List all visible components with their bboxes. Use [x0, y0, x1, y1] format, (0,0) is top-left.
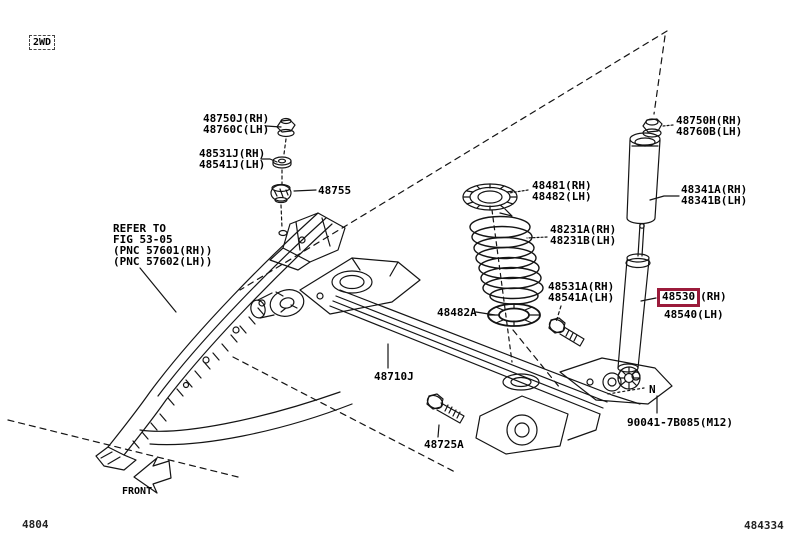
- refer-note-line: (PNC 57602(LH)): [113, 255, 213, 268]
- label-shock-absorber-rh[interactable]: 48530(RH): [657, 288, 727, 307]
- label-line: 48231B(LH): [550, 234, 617, 247]
- label-line: 48750H(RH): [676, 114, 743, 127]
- spring-upper-seat: [462, 183, 518, 217]
- label-line: 48531A(RH): [548, 280, 615, 293]
- spring-lower-seat: [487, 303, 541, 327]
- label-line: 48341B(LH): [681, 194, 748, 207]
- page-number: 4804: [22, 518, 49, 531]
- trailing-arm: [250, 257, 421, 319]
- label-line: 48482(LH): [532, 190, 592, 203]
- arm-bolt-48531a: [548, 305, 585, 347]
- label-shock-absorber-lh[interactable]: 48540(LH): [664, 308, 724, 321]
- projection-lines: [7, 30, 668, 478]
- fastener-axis: [280, 138, 287, 229]
- frame-rail: [95, 212, 353, 471]
- figure-number: 484334: [744, 519, 784, 532]
- coil-spring: [469, 215, 544, 305]
- highlight-box: 48530: [657, 288, 701, 307]
- label-spring-upper-seat[interactable]: 48481(RH) 48482(LH): [532, 180, 592, 202]
- front-arrow: [133, 457, 172, 494]
- label-beam-bolt[interactable]: 48725A: [424, 438, 464, 451]
- label-line: 48541A(LH): [548, 291, 615, 304]
- refer-note-line: (PNC 57601(RH)): [113, 244, 213, 257]
- beam-bolt-48725a: [426, 393, 465, 424]
- label-line: 48750J(RH): [203, 112, 270, 125]
- hub-assembly: [475, 357, 673, 455]
- support-washer: [272, 156, 292, 169]
- label-line: 48231A(RH): [550, 223, 617, 236]
- label-spring-lower-seat[interactable]: 48482A: [437, 306, 477, 319]
- label-line: 48760B(LH): [676, 125, 743, 138]
- support-nut: [276, 117, 296, 138]
- label-shock-dust-cover[interactable]: 48341A(RH) 48341B(LH): [681, 184, 747, 206]
- label-mount-nut-code[interactable]: 90041-7B085(M12): [627, 416, 733, 429]
- leader-lines: [139, 124, 680, 438]
- label-coil-spring[interactable]: 48231A(RH) 48231B(LH): [550, 224, 616, 246]
- label-line: 48481(RH): [532, 179, 592, 192]
- front-direction-label: FRONT: [122, 486, 153, 497]
- label-support-nut-upper[interactable]: 48750J(RH) 48760C(LH): [203, 113, 269, 135]
- refer-note: REFER TO FIG 53-05 (PNC 57601(RH)) (PNC …: [113, 223, 212, 267]
- label-line: 48341A(RH): [681, 183, 748, 196]
- label-line: 48760C(LH): [203, 123, 270, 136]
- label-arm-bolt[interactable]: 48531A(RH) 48541A(LH): [548, 281, 614, 303]
- label-nut-symbol: N: [649, 383, 656, 396]
- shock-absorber-body: [617, 223, 651, 390]
- label-axle-beam[interactable]: 48710J: [374, 370, 414, 383]
- refer-note-line: REFER TO: [113, 222, 166, 235]
- member-cushion: [270, 183, 292, 204]
- label-line: 48541J(LH): [199, 158, 266, 171]
- label-line: (RH): [700, 290, 727, 303]
- label-support-washer[interactable]: 48531J(RH) 48541J(LH): [199, 148, 265, 170]
- spring-axis: [491, 209, 513, 363]
- refer-note-line: FIG 53-05: [113, 233, 173, 246]
- label-member-cushion[interactable]: 48755: [318, 184, 352, 197]
- drive-type-badge: 2WD: [29, 35, 56, 50]
- label-shock-nut[interactable]: 48750H(RH) 48760B(LH): [676, 115, 742, 137]
- shock-dust-cover: [626, 132, 661, 225]
- label-line: 48531J(RH): [199, 147, 266, 160]
